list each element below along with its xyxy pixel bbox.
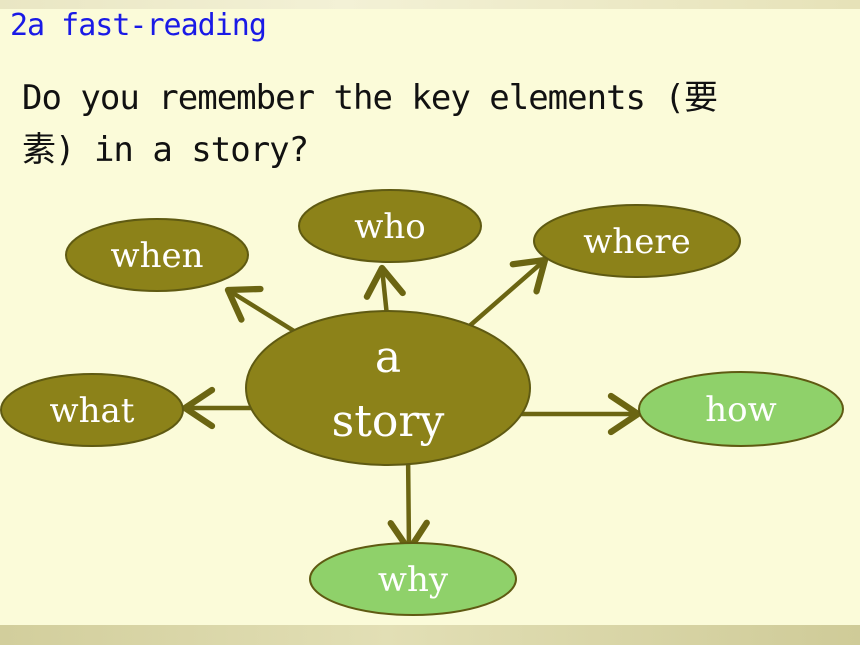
question-line-2: 素) in a story? xyxy=(22,130,309,170)
node-how: how xyxy=(638,371,844,447)
node-where-label: where xyxy=(583,222,691,262)
node-who-label: who xyxy=(354,207,425,247)
arrow-to-why xyxy=(387,447,430,554)
question-text: Do you remember the key elements (要 素) i… xyxy=(22,72,822,176)
center-node: a story xyxy=(245,310,531,466)
arrow-to-when xyxy=(224,285,305,339)
node-who: who xyxy=(298,189,482,263)
question-line-1: Do you remember the key elements (要 xyxy=(22,78,718,118)
node-when: when xyxy=(65,218,249,292)
node-what-label: what xyxy=(50,391,135,431)
bottom-decorative-band xyxy=(0,625,860,645)
center-label-line-1: a xyxy=(375,332,401,383)
node-when-label: when xyxy=(110,236,203,276)
top-decorative-band xyxy=(0,0,860,9)
center-label-line-2: story xyxy=(332,396,445,447)
section-label: 2a fast-reading xyxy=(10,8,267,43)
arrow-to-where xyxy=(455,256,549,339)
node-where: where xyxy=(533,204,741,278)
node-why-label: why xyxy=(378,560,449,600)
node-what: what xyxy=(0,373,184,447)
node-why: why xyxy=(309,542,517,616)
node-how-label: how xyxy=(705,390,776,430)
